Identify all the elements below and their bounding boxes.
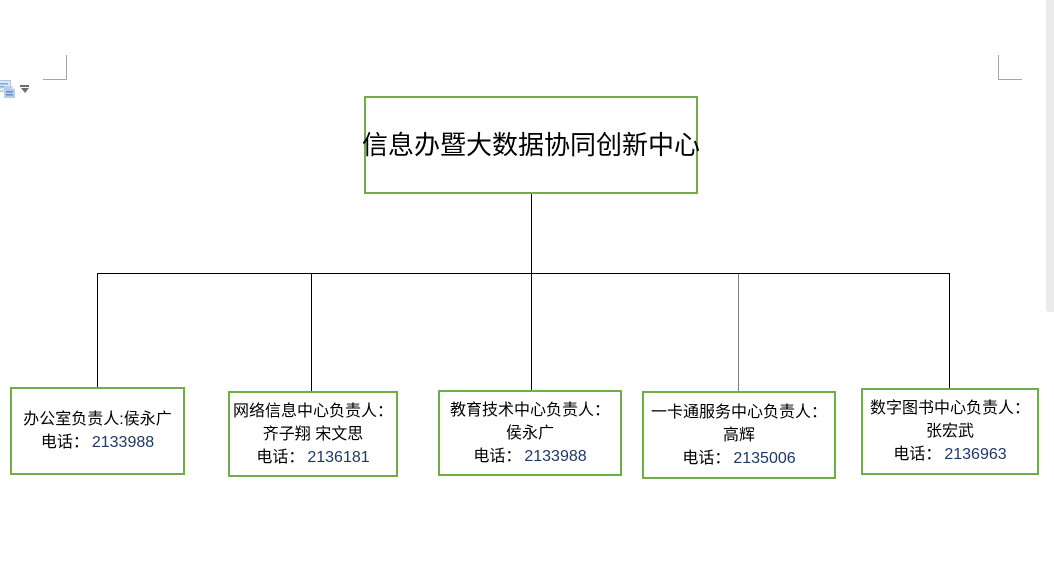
dept-phone-line: 电话：2136963 bbox=[893, 443, 1006, 466]
connector-drop-dept-1[interactable] bbox=[97, 273, 98, 387]
org-box-dept-4[interactable]: 一卡通服务中心负责人： 高辉 电话：2135006 bbox=[642, 391, 836, 479]
phone-label: 电话： bbox=[473, 447, 522, 465]
phone-label: 电话： bbox=[256, 448, 305, 466]
dept-line: 侯永广 bbox=[505, 424, 554, 442]
paste-options-icon bbox=[0, 80, 15, 98]
phone-label: 电话： bbox=[893, 446, 942, 463]
text-boundary-mark-top-right bbox=[998, 55, 1022, 80]
phone-number: 2136181 bbox=[307, 448, 370, 466]
phone-number: 2135006 bbox=[733, 449, 796, 467]
org-box-dept-1[interactable]: 办公室负责人:侯永广 电话：2133988 bbox=[10, 387, 185, 475]
page-edge-strip bbox=[1046, 0, 1054, 312]
dept-line: 教育技术中心负责人： bbox=[449, 401, 610, 419]
phone-label: 电话： bbox=[682, 449, 731, 467]
org-root-title: 信息办暨大数据协同创新中心 bbox=[362, 130, 701, 160]
phone-label: 电话： bbox=[40, 434, 89, 451]
connector-drop-dept-5[interactable] bbox=[949, 273, 950, 388]
connector-horizontal-rail[interactable] bbox=[97, 273, 950, 274]
connector-drop-dept-2[interactable] bbox=[311, 273, 312, 391]
phone-number: 2136963 bbox=[944, 446, 1007, 463]
dept-line: 数字图书中心负责人： bbox=[869, 400, 1030, 417]
dept-line: 张宏武 bbox=[925, 423, 974, 440]
org-box-dept-3[interactable]: 教育技术中心负责人： 侯永广 电话：2133988 bbox=[438, 390, 622, 476]
dept-phone-line: 电话：2136181 bbox=[256, 446, 369, 469]
dept-phone-line: 电话：2135006 bbox=[682, 447, 795, 470]
paste-options-button[interactable] bbox=[0, 79, 30, 99]
connector-drop-dept-4[interactable] bbox=[738, 274, 739, 391]
chevron-down-icon[interactable] bbox=[20, 85, 29, 93]
dept-line: 一卡通服务中心负责人： bbox=[650, 403, 827, 421]
org-box-root[interactable]: 信息办暨大数据协同创新中心 bbox=[362, 96, 701, 194]
text-boundary-mark-top-left bbox=[43, 55, 67, 80]
dept-phone-line: 电话：2133988 bbox=[473, 445, 586, 468]
dept-phone-line: 电话：2133988 bbox=[41, 431, 154, 454]
connector-root-to-dept-3[interactable] bbox=[531, 194, 532, 390]
phone-number: 2133988 bbox=[524, 447, 587, 465]
dept-line: 网络信息中心负责人： bbox=[232, 402, 393, 420]
dept-line: 齐子翔 宋文思 bbox=[262, 425, 364, 443]
dept-line: 高辉 bbox=[722, 426, 755, 444]
org-box-dept-2[interactable]: 网络信息中心负责人： 齐子翔 宋文思 电话：2136181 bbox=[228, 391, 398, 477]
dept-line: 办公室负责人:侯永广 bbox=[23, 411, 172, 428]
org-box-dept-5[interactable]: 数字图书中心负责人： 张宏武 电话：2136963 bbox=[861, 388, 1039, 475]
phone-number: 2133988 bbox=[91, 434, 155, 451]
